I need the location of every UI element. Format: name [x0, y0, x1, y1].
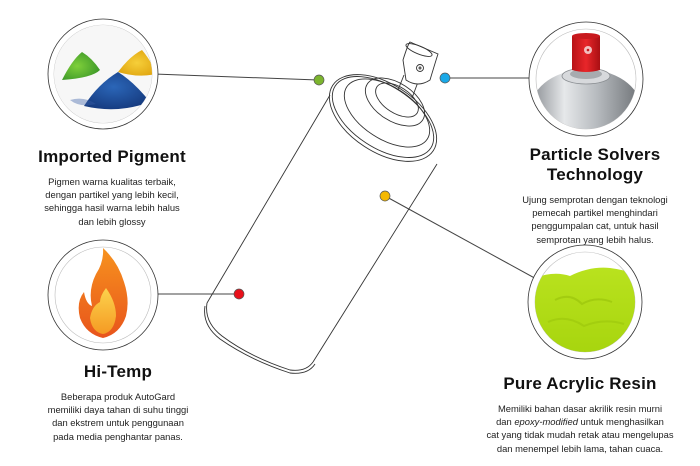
marker-acrylic[interactable]	[379, 190, 391, 202]
description-line: Ujung semprotan dengan teknologi	[522, 194, 668, 205]
description-line: memiliki daya tahan di suhu tinggi	[47, 404, 189, 416]
particle-image-frame	[528, 21, 644, 137]
marker-particle[interactable]	[439, 72, 451, 84]
description-line: cat yang tidak mudah retak atau mengelup…	[486, 429, 674, 441]
connector-acrylic	[384, 195, 541, 282]
description-line: Pigmen warna kualitas terbaik,	[48, 176, 176, 187]
description-text: dan	[496, 416, 515, 428]
description-text: untuk menghasilkan	[577, 416, 664, 428]
feature-title: Particle Solvers Technology	[495, 145, 695, 185]
description-line: penggumpalan cat, untuk hasil	[531, 220, 659, 232]
description-line: Memiliki bahan dasar akrilik resin murni	[497, 403, 663, 414]
feature-hi-temp: Hi-Temp Beberapa produk AutoGard memilik…	[28, 362, 208, 443]
hitemp-image-frame	[47, 239, 159, 351]
feature-particle-solvers: Particle Solvers Technology Ujung sempro…	[495, 145, 695, 246]
description-line: dan menempel lebih lama, tahan cuaca.	[496, 442, 664, 454]
description-line: dan epoxy-modified untuk menghasilkan	[460, 415, 700, 428]
description-line: pada media penghantar panas.	[53, 430, 183, 442]
connector-lines	[153, 73, 541, 295]
description-emphasis: epoxy-modified	[514, 416, 578, 428]
description-line: sehingga hasil warna lebih halus	[44, 202, 180, 214]
green-resin-paint-icon	[535, 267, 635, 352]
acrylic-image-frame	[527, 244, 643, 360]
feature-title: Hi-Temp	[83, 362, 153, 381]
spray-can-outline	[204, 41, 439, 374]
pigment-image-frame	[47, 18, 159, 130]
description-line: dan lebih glossy	[78, 215, 146, 227]
flame-icon	[78, 248, 128, 338]
colored-pigment-powder-icon	[54, 25, 152, 123]
connector-pigment	[153, 73, 319, 81]
description-line: Beberapa produk AutoGard	[60, 391, 176, 402]
description-line: dan ekstrem untuk penggunaan	[52, 417, 184, 429]
feature-description: Memiliki bahan dasar akrilik resin murni…	[460, 402, 700, 455]
marker-pigment[interactable]	[313, 74, 325, 86]
feature-description: Ujung semprotan dengan teknologi pemecah…	[495, 193, 695, 246]
feature-imported-pigment: Imported Pigment Pigmen warna kualitas t…	[22, 147, 202, 228]
description-line: semprotan yang lebih halus.	[536, 233, 654, 245]
feature-description: Beberapa produk AutoGard memiliki daya t…	[28, 390, 208, 443]
description-line: dengan partikel yang lebih kecil,	[45, 189, 179, 201]
feature-description: Pigmen warna kualitas terbaik, dengan pa…	[22, 175, 202, 228]
title-line: Particle Solvers	[529, 145, 661, 164]
feature-pure-acrylic-resin: Pure Acrylic Resin Memiliki bahan dasar …	[460, 374, 700, 455]
marker-hitemp[interactable]	[233, 288, 245, 300]
title-line: Technology	[546, 165, 644, 184]
feature-title: Imported Pigment	[38, 147, 186, 166]
feature-title: Pure Acrylic Resin	[503, 374, 657, 393]
description-line: pemecah partikel menghindari	[532, 207, 658, 219]
